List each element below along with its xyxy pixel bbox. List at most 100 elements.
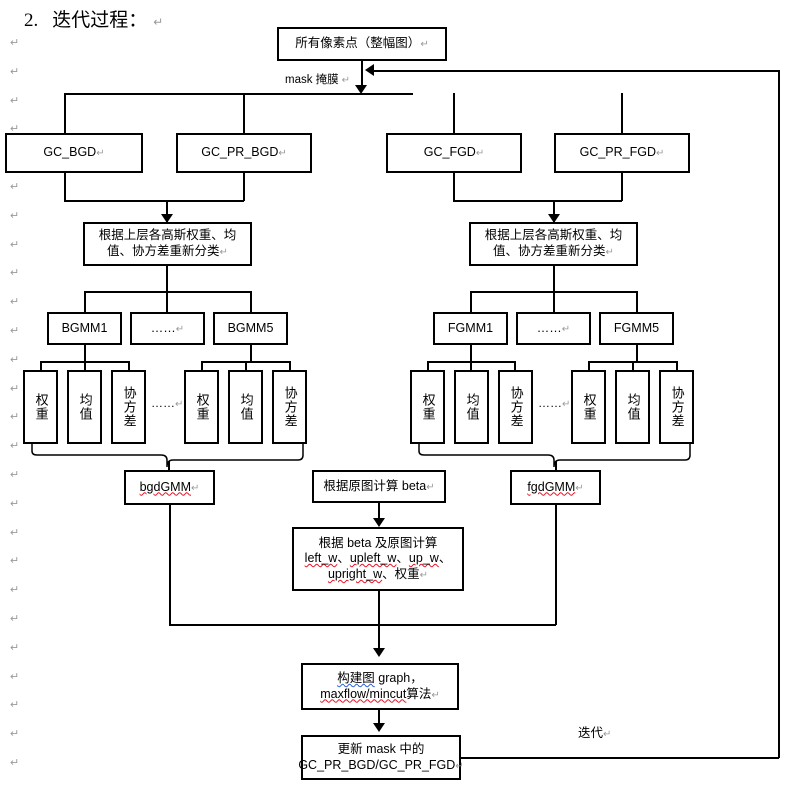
node-gc-pr-bgd[interactable]: GC_PR_BGD↵ [176, 133, 312, 173]
node-update-mask[interactable]: 更新 mask 中的 GC_PR_BGD/GC_PR_FGD↵ [298, 735, 464, 780]
ellipsis-fg-params-text: …… [538, 396, 562, 410]
margin-paragraph-mark: ↵ [10, 181, 20, 193]
node-param-mean-fg1-label: 均值 [464, 393, 480, 421]
edge-label-iterate-text: 迭代 [578, 726, 604, 740]
node-fgmm1[interactable]: FGMM1 [433, 312, 508, 345]
node-param-weight-bg1-label: 权重 [33, 393, 49, 421]
connector-fgmm1-param-0 [427, 361, 429, 371]
bus-mask-classes [64, 93, 413, 95]
node-param-weight-fg5[interactable]: 权重 [571, 370, 606, 444]
paragraph-mark: ↵ [603, 729, 612, 740]
node-reclassify-bg[interactable]: 根据上层各高斯权重、均 值、协方差重新分类↵ [83, 222, 252, 266]
node-gc-bgd[interactable]: GC_BGD↵ [5, 133, 143, 173]
node-gc-fgd-label: GC_FGD [423, 145, 476, 160]
node-reclassify-fg-line2: 值、协方差重新分类 [493, 244, 606, 258]
margin-paragraph-mark: ↵ [10, 440, 20, 453]
node-param-mean-fg1[interactable]: 均值 [454, 370, 489, 444]
node-gc-bgd-label: GC_BGD [43, 145, 97, 160]
connector-fg-merge-to-reclassify [553, 200, 555, 222]
margin-paragraph-mark: ↵ [10, 325, 20, 337]
node-param-weight-bg1[interactable]: 权重 [23, 370, 58, 444]
paragraph-mark: ↵ [419, 569, 429, 581]
node-bgmm5[interactable]: BGMM5 [213, 312, 288, 345]
margin-paragraph-mark: ↵ [10, 65, 20, 78]
node-param-weight-bg5[interactable]: 权重 [184, 370, 219, 444]
node-param-weight-fg1[interactable]: 权重 [410, 370, 445, 444]
connector-brace-fg-to-gmm [555, 461, 557, 471]
margin-paragraph-mark: ↵ [10, 526, 20, 539]
paragraph-mark: ↵ [175, 323, 185, 335]
connector-bus-fgmm-mid [553, 291, 555, 313]
node-reclassify-bg-line2: 值、协方差重新分类 [107, 244, 220, 258]
node-all-pixels[interactable]: 所有像素点（整幅图）↵ [277, 27, 447, 61]
sep: 、 [396, 551, 409, 566]
node-param-mean-bg1[interactable]: 均值 [67, 370, 102, 444]
node-bgmm-ellipsis[interactable]: ……↵ [130, 312, 205, 345]
connector-bgmm1-param-0 [40, 361, 42, 371]
node-compute-weights[interactable]: 根据 beta 及原图计算 left_w、upleft_w、up_w、 upri… [292, 527, 464, 591]
paragraph-mark: ↵ [278, 148, 287, 160]
node-fgd-gmm[interactable]: fgdGMM↵ [510, 470, 601, 505]
paragraph-mark: ↵ [153, 15, 164, 29]
paragraph-mark: ↵ [96, 148, 105, 160]
margin-paragraph-mark: ↵ [10, 469, 20, 481]
node-param-mean-bg5[interactable]: 均值 [228, 370, 263, 444]
node-param-mean-bg5-label: 均值 [238, 393, 254, 421]
connector-beta-to-weights [378, 503, 380, 524]
connector-gc-pr-bgd-down [243, 173, 245, 201]
node-fgmm5[interactable]: FGMM5 [599, 312, 674, 345]
node-compute-weights-line1: 根据 beta 及原图计算 [318, 535, 438, 550]
heading-number: 2. [24, 10, 39, 31]
arrowhead-bg-reclassify [161, 214, 173, 223]
node-bgd-gmm-label: bgdGMM [139, 479, 191, 494]
brace-fg-params [418, 444, 691, 468]
node-param-cov-fg5-label: 协方差 [669, 386, 685, 428]
weight-term-weight: 权重 [394, 566, 420, 581]
paragraph-mark: ↵ [575, 482, 584, 494]
connector-bg-merge-to-reclassify [166, 200, 168, 222]
node-fgmm-ellipsis-label: …… [536, 320, 562, 335]
paragraph-mark: ↵ [175, 399, 184, 410]
paragraph-mark: ↵ [455, 760, 464, 772]
connector-bus-bgmm1 [84, 291, 86, 313]
node-compute-beta[interactable]: 根据原图计算 beta↵ [312, 470, 446, 503]
node-param-mean-fg5[interactable]: 均值 [615, 370, 650, 444]
node-param-mean-bg1-label: 均值 [77, 393, 93, 421]
node-gc-pr-fgd[interactable]: GC_PR_FGD↵ [554, 133, 690, 173]
bus-bg-components [84, 291, 251, 293]
merge-bar-bg-classes [64, 200, 244, 202]
connector-bus-fgmm5 [636, 291, 638, 313]
node-gc-fgd[interactable]: GC_FGD↵ [386, 133, 522, 173]
node-graph-cut-term-algorithm: 算法 [406, 686, 432, 701]
node-compute-beta-label: 根据原图计算 beta [323, 478, 427, 493]
paragraph-mark: ↵ [656, 148, 665, 160]
weight-term-upleft-w: upleft_w [349, 551, 397, 566]
node-param-mean-fg5-label: 均值 [625, 393, 641, 421]
node-bgmm1[interactable]: BGMM1 [47, 312, 122, 345]
node-fgmm-ellipsis[interactable]: ……↵ [516, 312, 591, 345]
node-fgmm5-label: FGMM5 [613, 320, 660, 335]
connector-gc-pr-fgd-down [621, 173, 623, 201]
margin-paragraph-mark: ↵ [10, 123, 20, 136]
node-reclassify-fg[interactable]: 根据上层各高斯权重、均 值、协方差重新分类↵ [469, 222, 638, 266]
connector-fgmm5-param-2 [676, 361, 678, 371]
weight-term-upright-w: upright_w [327, 566, 383, 581]
node-reclassify-fg-line1: 根据上层各高斯权重、均 [484, 228, 623, 243]
node-param-cov-bg5[interactable]: 协方差 [272, 370, 307, 444]
edge-label-iterate: 迭代↵ [578, 722, 611, 741]
node-update-mask-line1: 更新 mask 中的 [337, 741, 425, 756]
node-param-cov-bg1[interactable]: 协方差 [111, 370, 146, 444]
merge-bar-fg-classes [453, 200, 622, 202]
margin-paragraph-mark: ↵ [10, 497, 20, 510]
node-bgmm-ellipsis-label: …… [150, 320, 176, 335]
node-graph-cut[interactable]: 构建图 graph， maxflow/mincut算法↵ [301, 663, 459, 710]
paragraph-mark: ↵ [605, 247, 614, 258]
node-param-cov-fg1[interactable]: 协方差 [498, 370, 533, 444]
margin-paragraph-mark: ↵ [10, 699, 20, 712]
connector-bgd-gmm-down [169, 505, 171, 625]
margin-paragraph-mark: ↵ [10, 613, 20, 625]
merge-bar-gmm-weights [169, 624, 556, 626]
node-bgd-gmm[interactable]: bgdGMM↵ [124, 470, 215, 505]
node-param-cov-fg5[interactable]: 协方差 [659, 370, 694, 444]
node-param-cov-bg5-label: 协方差 [282, 386, 298, 428]
